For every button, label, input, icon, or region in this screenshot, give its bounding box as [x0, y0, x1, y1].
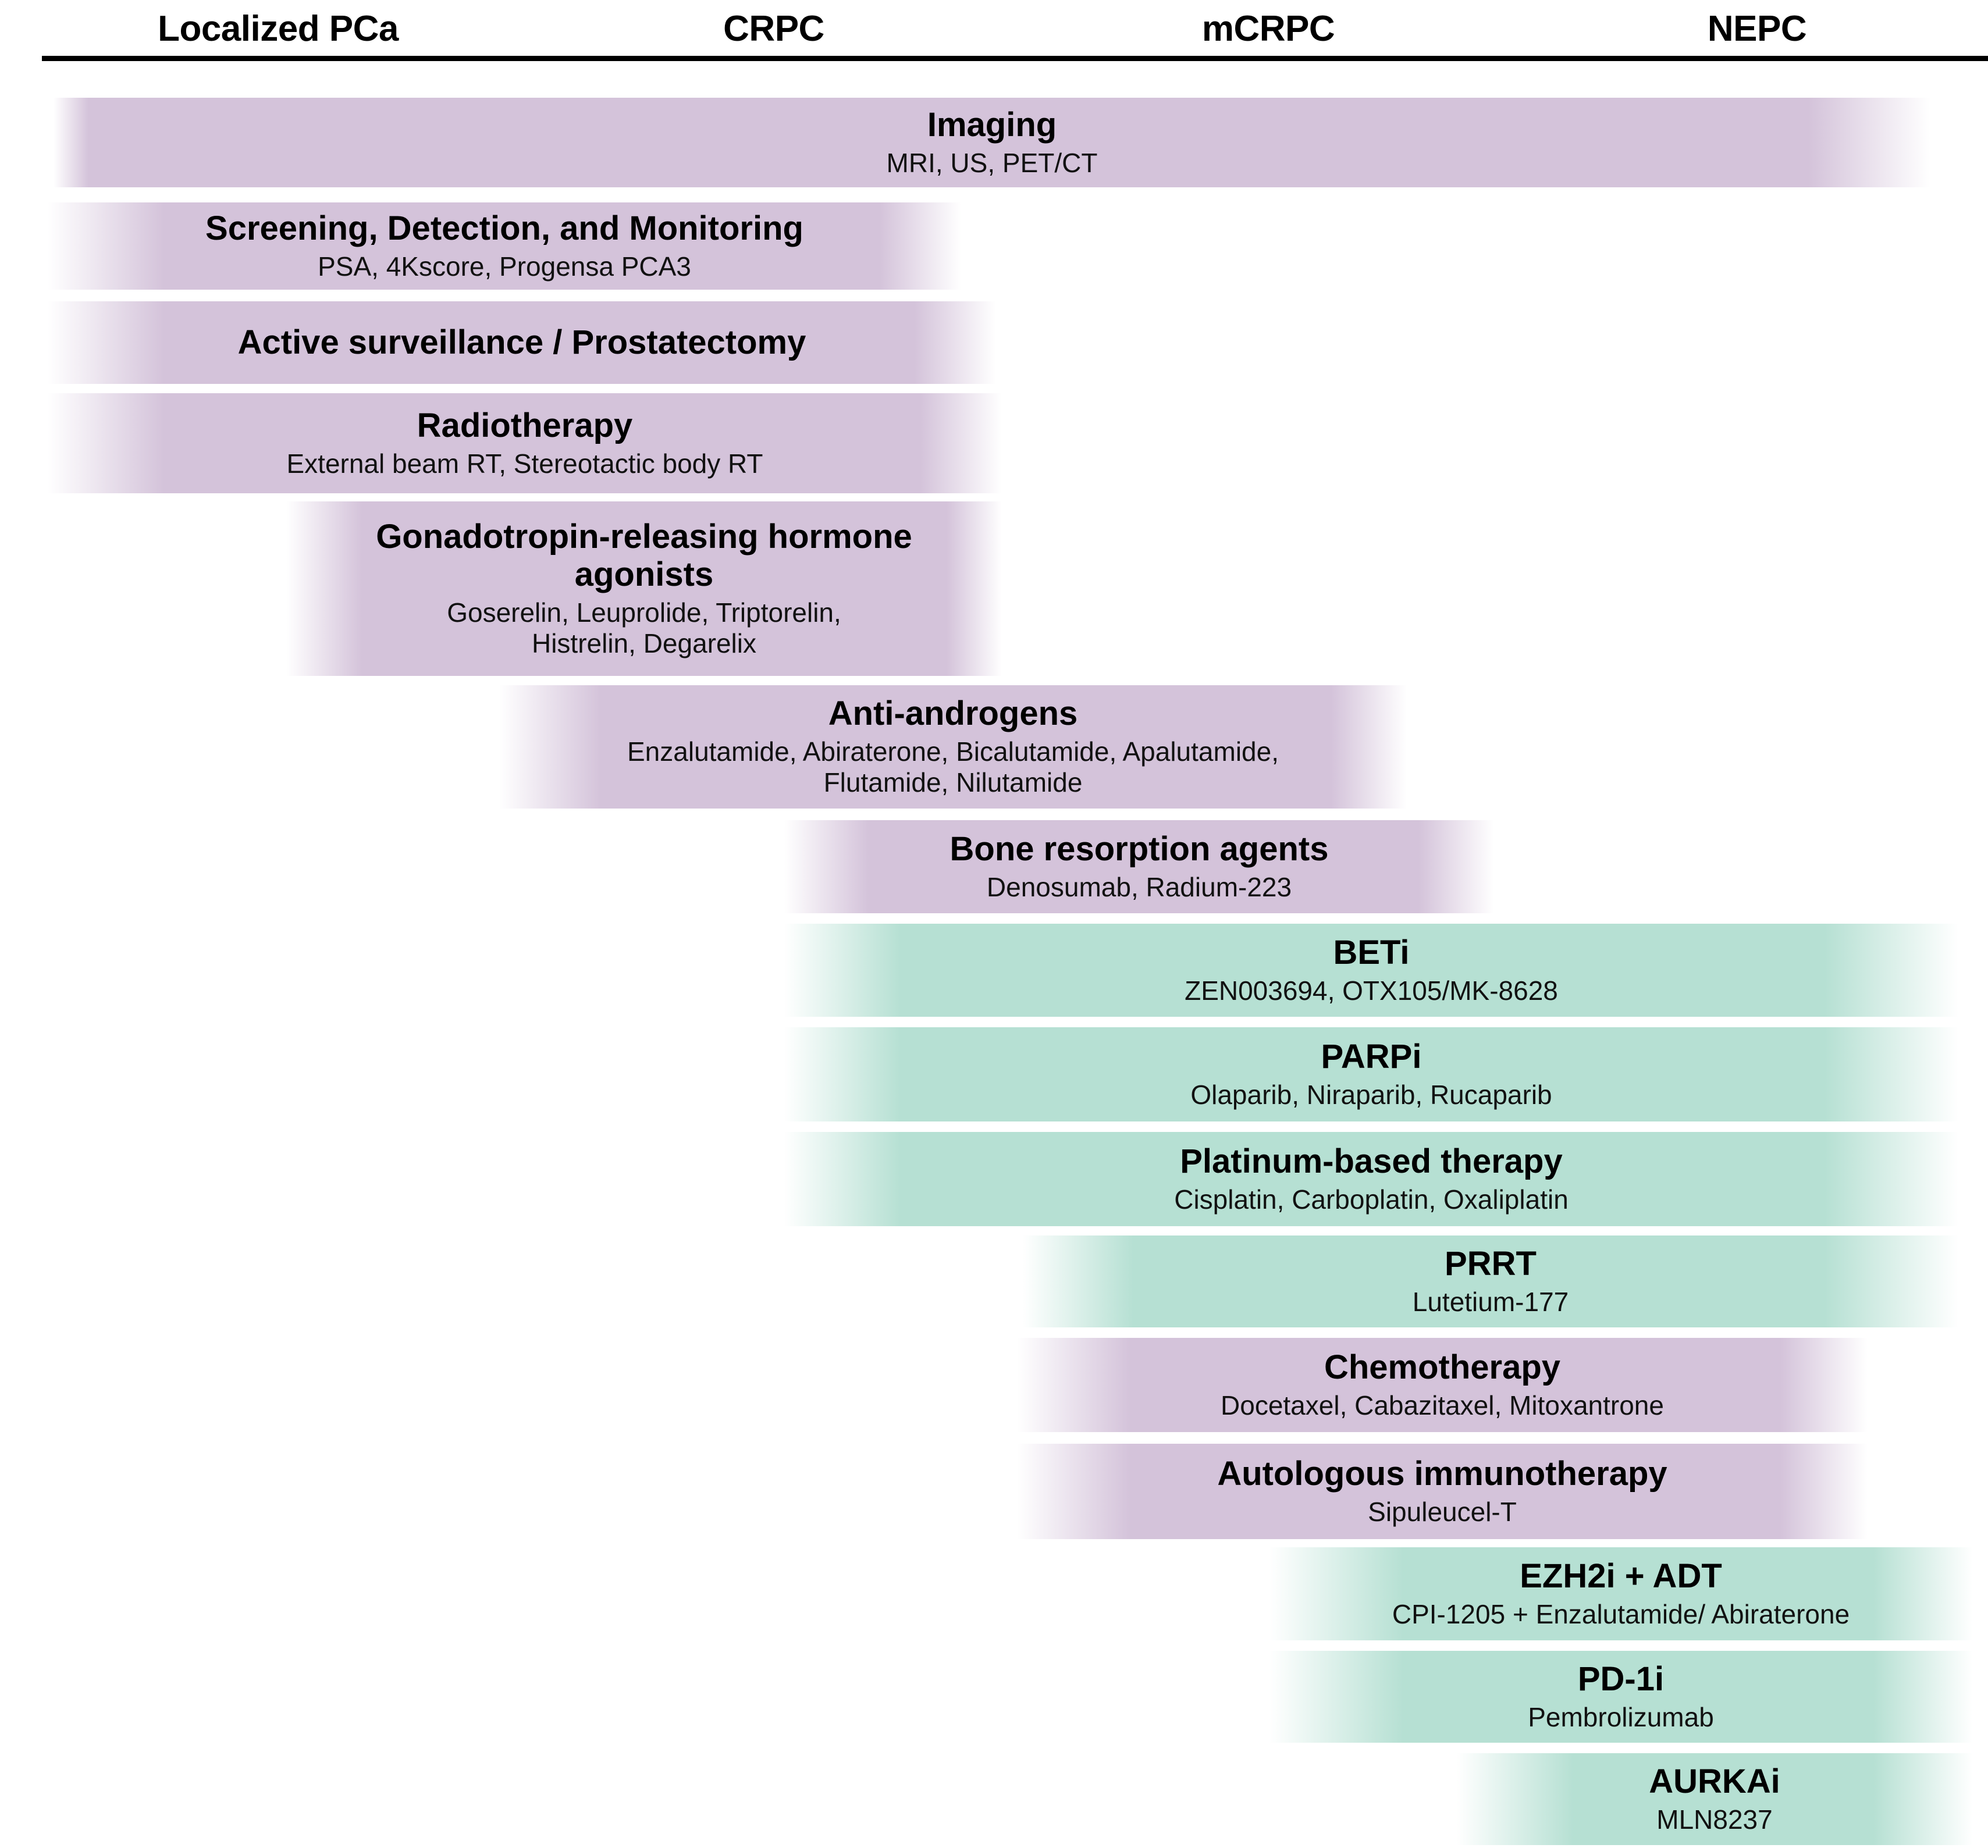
treatment-bar-title: AURKAi	[1649, 1762, 1780, 1800]
treatment-bar-agents: Docetaxel, Cabazitaxel, Mitoxantrone	[1221, 1390, 1664, 1420]
treatment-bar-title: Radiotherapy	[417, 406, 633, 444]
treatment-bar-title: Chemotherapy	[1324, 1348, 1561, 1386]
stage-column-header-1: Localized PCa	[158, 9, 399, 49]
treatment-bar: Active surveillance / Prostatectomy	[48, 301, 996, 384]
treatment-bar-title: BETi	[1333, 933, 1410, 971]
treatment-bar-agents: Enzalutamide, Abiraterone, Bicalutamide,…	[627, 736, 1279, 798]
stage-column-header-4: NEPC	[1707, 9, 1807, 49]
treatment-bar-title: PRRT	[1445, 1244, 1537, 1283]
treatment-bar-agents: PSA, 4Kscore, Progensa PCA3	[318, 251, 691, 282]
treatment-bar-agents: Olaparib, Niraparib, Rucaparib	[1190, 1079, 1552, 1110]
treatment-bar-title: Screening, Detection, and Monitoring	[205, 209, 803, 247]
treatment-bar-agents: Pembrolizumab	[1528, 1701, 1714, 1732]
treatment-bar-title: Gonadotropin-releasing hormone agonists	[376, 517, 912, 593]
treatment-bar-agents: Lutetium-177	[1412, 1286, 1569, 1317]
treatment-bar-agents: External beam RT, Stereotactic body RT	[286, 448, 763, 479]
treatment-bar-title: Imaging	[927, 105, 1057, 144]
treatment-bar-title: EZH2i + ADT	[1520, 1557, 1722, 1595]
treatment-bar-agents: Sipuleucel-T	[1368, 1496, 1517, 1527]
stage-column-header-3: mCRPC	[1201, 9, 1335, 49]
treatment-bar-agents: CPI-1205 + Enzalutamide/ Abiraterone	[1392, 1598, 1850, 1629]
stage-header: Localized PCa CRPC mCRPC NEPC	[0, 0, 1988, 64]
treatment-bar-title: Autologous immunotherapy	[1217, 1454, 1667, 1493]
treatment-bar-title: Bone resorption agents	[949, 829, 1329, 868]
treatment-bar-agents: Goserelin, Leuprolide, Triptorelin, Hist…	[447, 597, 841, 658]
treatment-bar-title: PD-1i	[1577, 1660, 1665, 1698]
treatment-bar-agents: MRI, US, PET/CT	[886, 147, 1098, 178]
treatment-bar-title: PARPi	[1321, 1037, 1422, 1076]
treatment-bar-agents: MLN8237	[1656, 1804, 1773, 1835]
header-divider-rule	[42, 56, 1988, 61]
treatment-bar-title: Anti-androgens	[828, 695, 1078, 733]
treatment-bar-title: Platinum-based therapy	[1180, 1142, 1563, 1180]
treatment-bar-agents: ZEN003694, OTX105/MK-8628	[1185, 975, 1558, 1006]
treatment-bar-agents: Denosumab, Radium-223	[986, 871, 1292, 902]
stage-column-header-2: CRPC	[723, 9, 824, 49]
treatment-bar-agents: Cisplatin, Carboplatin, Oxaliplatin	[1174, 1184, 1569, 1215]
treatment-bar-title: Active surveillance / Prostatectomy	[237, 323, 806, 361]
